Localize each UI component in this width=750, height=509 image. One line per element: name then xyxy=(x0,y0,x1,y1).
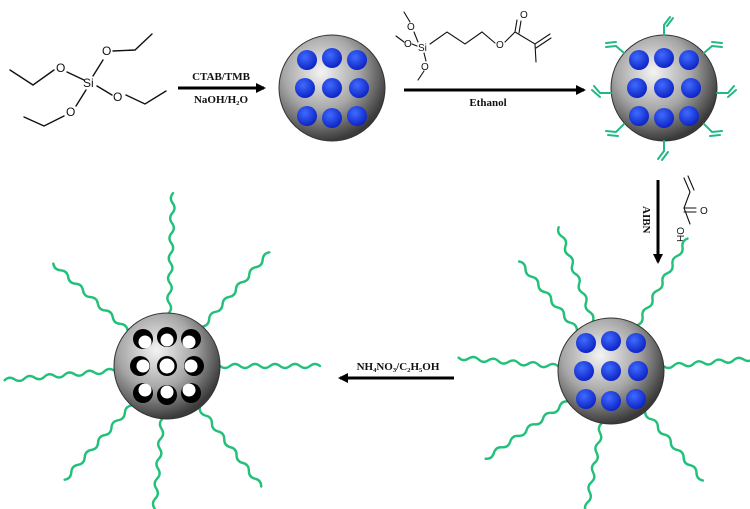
teos-bond xyxy=(66,71,85,81)
teos-bond xyxy=(92,59,104,77)
mps-bond xyxy=(423,52,427,62)
teos-ethyl xyxy=(9,69,55,86)
teos-o-atom-3: O xyxy=(113,90,122,104)
step1-label-top: CTAB/TMB xyxy=(192,71,251,83)
mps-bond xyxy=(411,43,418,47)
mps-methacryl xyxy=(535,37,552,49)
teos-bond xyxy=(96,85,113,96)
mps-ester xyxy=(518,20,522,34)
polymer-chains xyxy=(3,191,322,509)
mps-silane-molecule: Si O O O O O xyxy=(395,10,552,81)
mps-si-atom: Si xyxy=(418,43,427,54)
mps-bond xyxy=(417,70,425,81)
step1-arrow: CTAB/TMB NaOH/H₂O xyxy=(178,71,266,106)
aa-hydroxyl: HO xyxy=(676,227,687,242)
aa-bond xyxy=(687,175,695,191)
sphere-paa-grafted xyxy=(457,226,750,509)
mps-ester xyxy=(504,19,518,43)
mps-propyl xyxy=(429,31,496,45)
acrylic-acid-molecule: O HO xyxy=(676,175,708,242)
mps-bond xyxy=(395,35,405,43)
mps-methyl xyxy=(534,43,537,63)
step4-label: NH₄NO₃/C₂H₅OH xyxy=(357,361,440,373)
blue-pore-grid xyxy=(574,331,648,411)
step3-arrow: AIBN xyxy=(640,180,663,264)
teos-ethyl xyxy=(112,33,153,52)
mps-carbonyl-o-atom: O xyxy=(520,10,528,21)
mps-bond xyxy=(413,31,419,43)
sphere-template-removed xyxy=(3,191,322,509)
aa-carbonyl-o-atom: O xyxy=(700,206,708,217)
step1-label-bottom: NaOH/H₂O xyxy=(194,94,248,106)
teos-ethyl xyxy=(125,90,167,105)
step3-label: AIBN xyxy=(640,206,652,234)
polymer-chains xyxy=(457,226,750,509)
teos-ethyl xyxy=(23,115,65,127)
blue-pore-grid xyxy=(295,48,369,128)
mps-ester-o-atom: O xyxy=(496,40,504,51)
open-pore-grid xyxy=(130,327,204,405)
mps-o-atom-3: O xyxy=(421,62,429,73)
teos-o-atom-1: O xyxy=(56,61,65,75)
step2-label: Ethanol xyxy=(469,97,506,109)
mps-o-atom-1: O xyxy=(407,22,415,33)
teos-si-atom: Si xyxy=(83,76,94,90)
teos-o-atom-4: O xyxy=(66,105,75,119)
step4-arrow: NH₄NO₃/C₂H₅OH xyxy=(338,361,454,383)
mps-bond xyxy=(403,11,411,23)
sphere-mesoporous-silica xyxy=(278,34,386,142)
aa-bond xyxy=(683,177,691,193)
teos-molecule: Si O O O O xyxy=(9,33,167,127)
sphere-vinyl-functionalized xyxy=(591,16,737,161)
vinyl-groups xyxy=(591,16,737,161)
teos-o-atom-2: O xyxy=(102,44,111,58)
step2-arrow: Ethanol xyxy=(404,85,586,109)
blue-pore-grid xyxy=(627,48,701,128)
teos-bond xyxy=(75,89,87,107)
mps-o-atom-2: O xyxy=(404,39,412,50)
